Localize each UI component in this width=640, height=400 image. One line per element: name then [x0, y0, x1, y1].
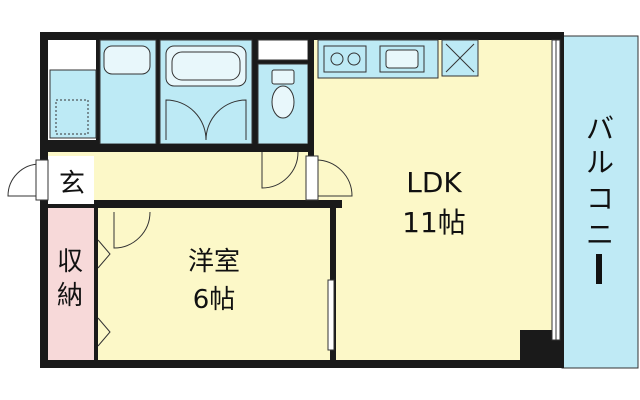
column: [520, 330, 556, 360]
ldk-room: [312, 40, 556, 360]
washroom: [49, 69, 97, 139]
entrance-label: 玄: [59, 169, 85, 199]
balcony-label-4: ニ: [586, 218, 614, 251]
balcony-label-2: ル: [586, 146, 614, 179]
toilet-bowl: [271, 85, 295, 119]
toilet-door: [261, 151, 299, 189]
entrance-area: [48, 156, 94, 204]
kitchen-sink: [379, 45, 425, 73]
washing-machine: [55, 99, 89, 135]
storage-label-1: 収: [57, 247, 83, 277]
balcony-label-3: コ: [586, 182, 614, 215]
stove: [323, 45, 367, 73]
western-room-door: [113, 211, 151, 249]
balcony-area: [561, 35, 639, 369]
bathtub: [165, 45, 247, 87]
ldk-size: 11帖: [402, 206, 466, 239]
storage-area: [48, 236, 94, 360]
balcony-label-5: [596, 254, 602, 284]
storage-label-2: 納: [57, 281, 83, 311]
ldk-door: [315, 159, 353, 197]
ldk-label: LDK: [406, 166, 462, 199]
western-room-size: 6帖: [193, 285, 236, 315]
wash-basin: [103, 45, 151, 75]
entrance-door: [7, 163, 41, 197]
toilet-tank: [271, 69, 295, 85]
balcony-label-1: バ: [586, 112, 614, 145]
western-room-label: 洋室: [188, 247, 240, 277]
